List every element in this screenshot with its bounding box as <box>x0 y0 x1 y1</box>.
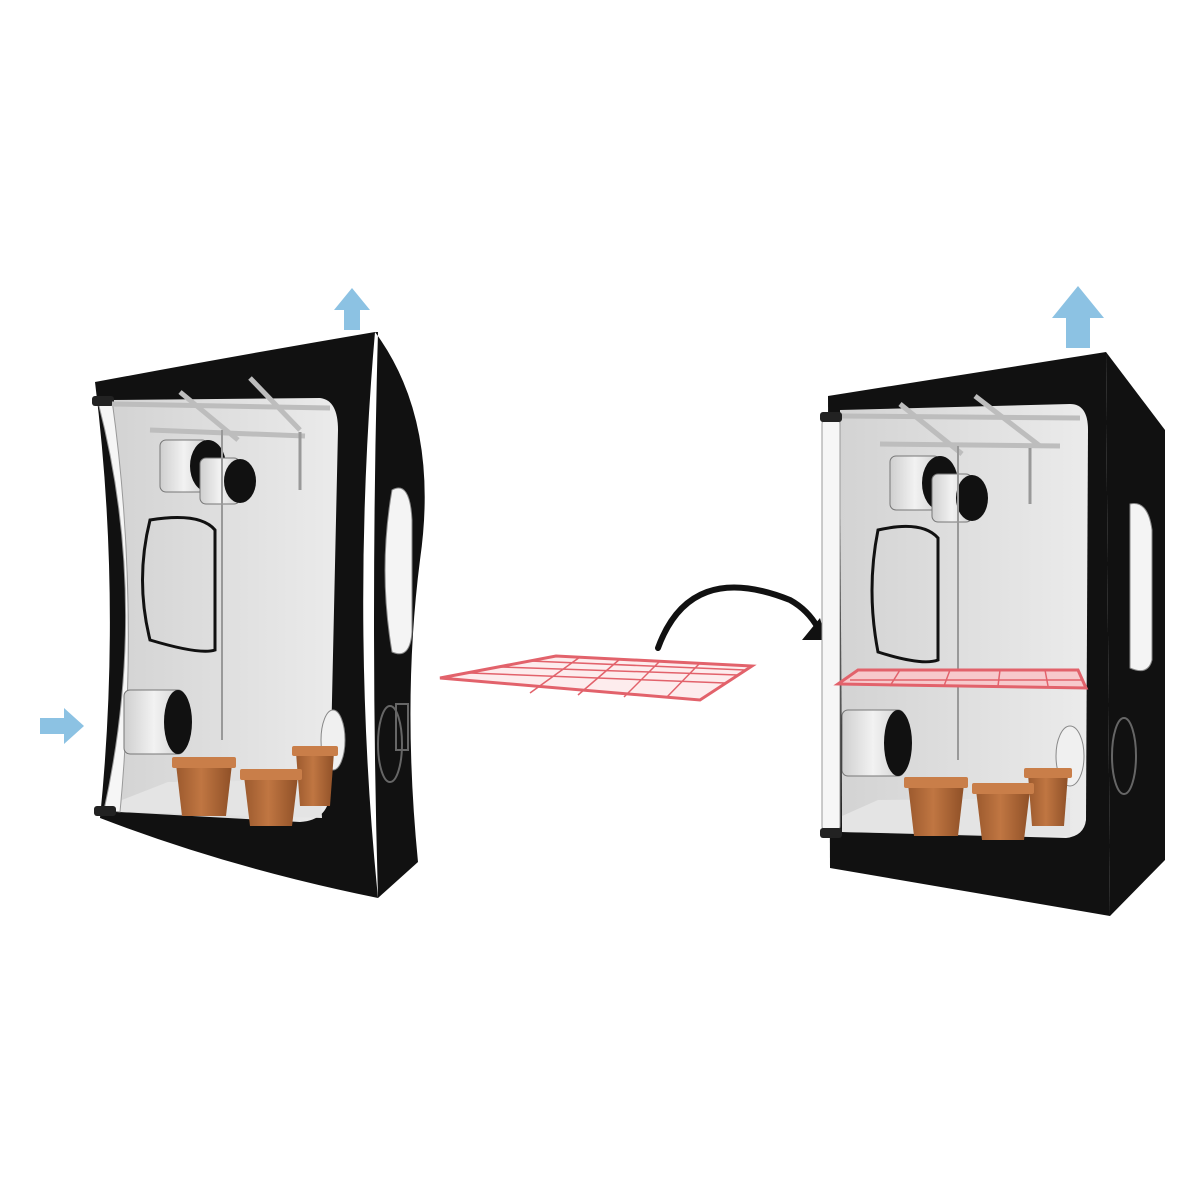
right-tent-installed-shelf <box>833 668 1089 690</box>
left-tent-ceiling-frame <box>111 376 331 442</box>
right-tent-zip-bottom <box>820 828 842 838</box>
left-tent-door-flap <box>97 399 129 813</box>
left-tent-side-vent-flap <box>395 703 409 751</box>
shelf-net <box>439 654 757 702</box>
left-tent-zip-bottom <box>94 806 116 816</box>
left-tent-inline-fan <box>199 457 256 505</box>
right-tent-zip-top <box>820 412 842 422</box>
right-tent-pot <box>1024 768 1072 826</box>
left-tent-pot <box>172 757 236 816</box>
right-tent-pot <box>972 783 1034 840</box>
left-tent-back-window <box>141 516 217 653</box>
arrow-up-icon <box>1052 286 1104 348</box>
right-tent-door-pole <box>821 417 841 833</box>
right-tent-pot <box>904 777 968 836</box>
arrow-up-icon <box>334 288 370 330</box>
curved-arrow-icon <box>655 584 826 651</box>
left-tent-side-vent <box>377 705 403 783</box>
right-grow-tent <box>820 286 1165 916</box>
left-tent-intake-fan <box>123 689 192 755</box>
right-tent-intake-fan <box>841 709 912 777</box>
left-tent-pot <box>240 769 302 826</box>
right-tent-side-vent <box>1111 717 1137 795</box>
right-tent-ceiling-frame <box>841 394 1081 456</box>
right-tent-back-window <box>870 524 940 664</box>
right-tent-side-window <box>1129 503 1153 672</box>
shelf-net-grid <box>469 656 746 699</box>
left-tent-side-window <box>384 487 413 655</box>
left-tent-zip-top <box>92 396 114 406</box>
left-grow-tent <box>40 288 425 898</box>
left-tent-pot <box>292 746 338 806</box>
arrow-right-icon <box>40 708 84 744</box>
right-tent-inline-fan <box>931 473 988 523</box>
